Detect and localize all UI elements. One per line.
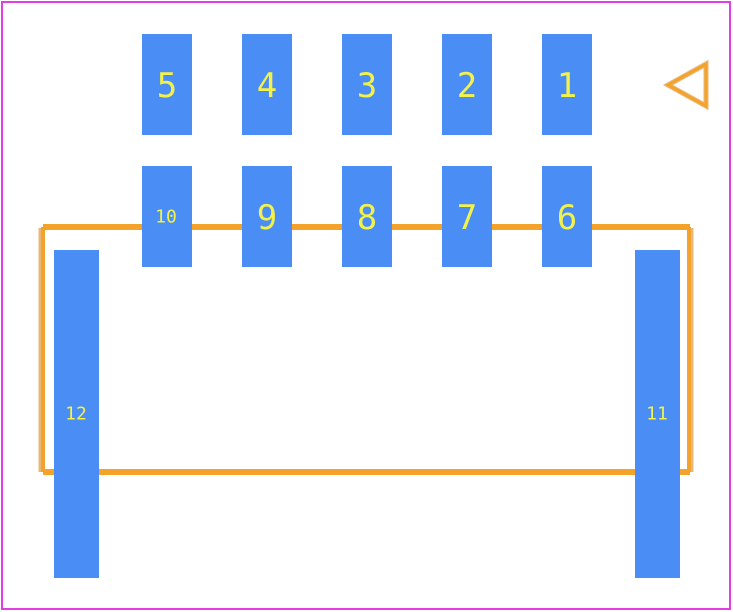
- pad-label: 12: [65, 404, 87, 425]
- pad-label: 7: [457, 198, 477, 238]
- pad-1: 1: [542, 34, 592, 135]
- pad-5: 5: [142, 34, 192, 135]
- pad-label: 5: [157, 66, 177, 106]
- pad-3: 3: [342, 34, 392, 135]
- pad-label: 8: [357, 198, 377, 238]
- pad-label: 4: [257, 66, 277, 106]
- pad-label: 2: [457, 66, 477, 106]
- pad-6: 6: [542, 166, 592, 267]
- pad-9: 9: [242, 166, 292, 267]
- pad-7: 7: [442, 166, 492, 267]
- pad-label: 1: [557, 66, 577, 106]
- pad-label: 3: [357, 66, 377, 106]
- pad-8: 8: [342, 166, 392, 267]
- triangle-left-outline-icon: [662, 59, 709, 111]
- pad-11: 11: [635, 250, 680, 578]
- pad-label: 10: [155, 207, 177, 228]
- pad-label: 9: [257, 198, 277, 238]
- pad-12: 12: [54, 250, 99, 578]
- pad-2: 2: [442, 34, 492, 135]
- pad-label: 11: [646, 404, 668, 425]
- pad-4: 4: [242, 34, 292, 135]
- pad-label: 6: [557, 198, 577, 238]
- pad-10: 10: [142, 166, 192, 267]
